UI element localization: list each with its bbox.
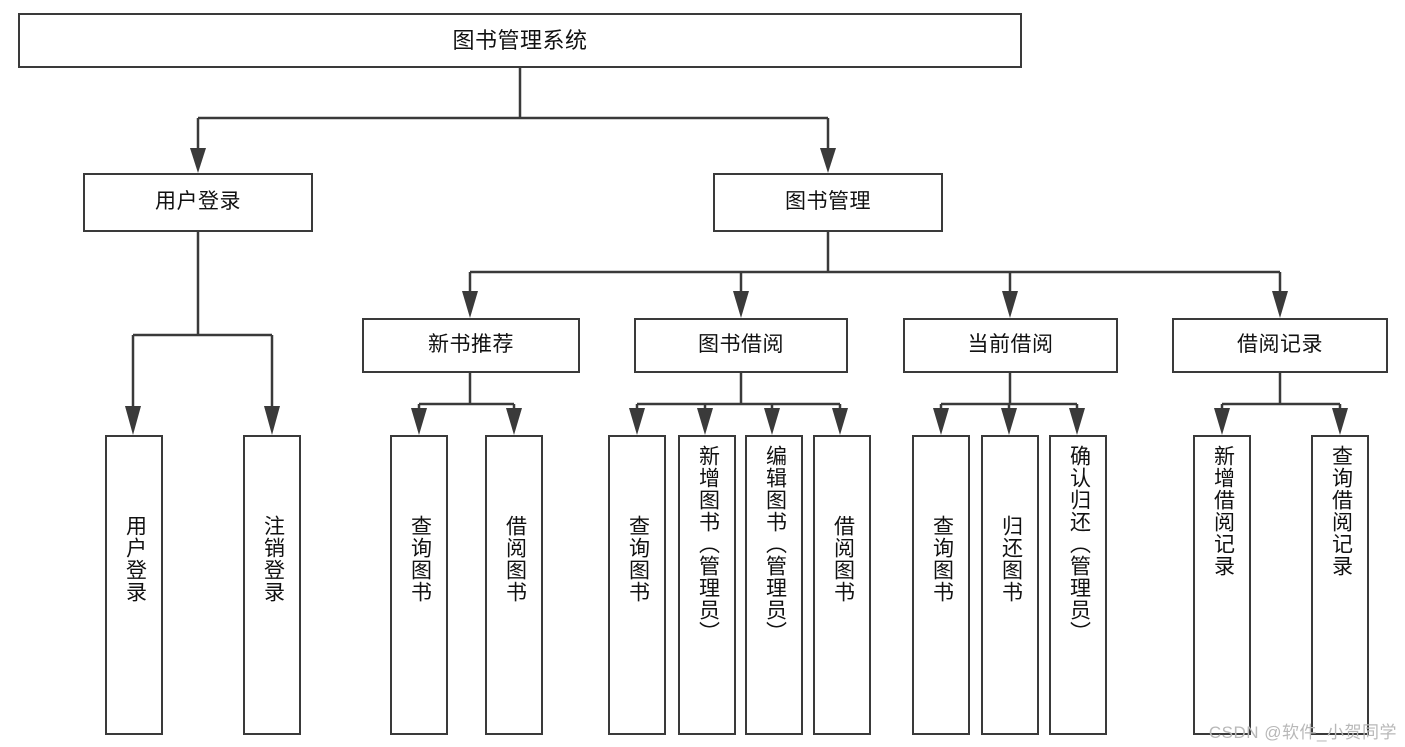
node-leaf-borrow-add-label: 新增图书（管理员） [696, 445, 720, 643]
node-leaf-newbook-query-label: 查询图书 [408, 515, 432, 603]
node-leaf-user-login[interactable]: 用户登录 [105, 435, 163, 735]
node-book-manage-label: 图书管理 [785, 190, 871, 214]
node-leaf-borrow-query-label: 查询图书 [626, 515, 650, 603]
node-leaf-newbook-borrow-label: 借阅图书 [503, 515, 527, 603]
node-leaf-current-confirm-label: 确认归还（管理员） [1067, 445, 1091, 643]
arrowhead-userlogin-1 [125, 406, 141, 435]
arrowhead-borrow-1 [629, 408, 645, 435]
node-user-login[interactable]: 用户登录 [83, 173, 313, 232]
arrowhead-newbook [462, 291, 478, 318]
node-root-label: 图书管理系统 [452, 27, 588, 53]
node-new-book-recommend[interactable]: 新书推荐 [362, 318, 580, 373]
arrowhead-userlogin [190, 148, 206, 173]
arrowhead-record-2 [1332, 408, 1348, 435]
node-current-borrow-label: 当前借阅 [967, 333, 1054, 357]
arrowhead-current-2 [1001, 408, 1017, 435]
node-leaf-user-login-label: 用户登录 [123, 515, 147, 603]
node-borrow-record[interactable]: 借阅记录 [1172, 318, 1388, 373]
node-book-borrow-label: 图书借阅 [698, 333, 784, 357]
node-leaf-record-query[interactable]: 查询借阅记录 [1311, 435, 1369, 735]
arrowhead-bookmanage [820, 148, 836, 173]
arrowhead-borrow [733, 291, 749, 318]
node-new-book-recommend-label: 新书推荐 [428, 333, 514, 357]
node-leaf-borrow-edit-label: 编辑图书（管理员） [763, 445, 787, 643]
arrowhead-current-1 [933, 408, 949, 435]
arrowhead-borrow-4 [832, 408, 848, 435]
arrowhead-record-1 [1214, 408, 1230, 435]
node-user-login-label: 用户登录 [155, 190, 241, 214]
node-root[interactable]: 图书管理系统 [18, 13, 1022, 68]
arrowhead-newbook-2 [506, 408, 522, 435]
node-leaf-borrow-do-label: 借阅图书 [831, 515, 855, 603]
arrowhead-userlogin-2 [264, 406, 280, 435]
node-leaf-borrow-add[interactable]: 新增图书（管理员） [678, 435, 736, 735]
node-leaf-current-return-label: 归还图书 [999, 515, 1023, 603]
node-leaf-newbook-query[interactable]: 查询图书 [390, 435, 448, 735]
node-current-borrow[interactable]: 当前借阅 [903, 318, 1118, 373]
arrowhead-record [1272, 291, 1288, 318]
node-borrow-record-label: 借阅记录 [1237, 333, 1323, 357]
node-leaf-record-add-label: 新增借阅记录 [1211, 445, 1235, 577]
node-leaf-logout[interactable]: 注销登录 [243, 435, 301, 735]
node-leaf-newbook-borrow[interactable]: 借阅图书 [485, 435, 543, 735]
arrowhead-current-3 [1069, 408, 1085, 435]
node-leaf-borrow-edit[interactable]: 编辑图书（管理员） [745, 435, 803, 735]
arrowhead-current [1002, 291, 1018, 318]
node-leaf-current-query-label: 查询图书 [930, 515, 954, 603]
node-leaf-record-add[interactable]: 新增借阅记录 [1193, 435, 1251, 735]
node-book-manage[interactable]: 图书管理 [713, 173, 943, 232]
node-leaf-current-confirm[interactable]: 确认归还（管理员） [1049, 435, 1107, 735]
arrowhead-newbook-1 [411, 408, 427, 435]
arrowhead-borrow-2 [697, 408, 713, 435]
node-leaf-record-query-label: 查询借阅记录 [1329, 445, 1353, 577]
node-book-borrow[interactable]: 图书借阅 [634, 318, 848, 373]
node-leaf-borrow-query[interactable]: 查询图书 [608, 435, 666, 735]
node-leaf-borrow-do[interactable]: 借阅图书 [813, 435, 871, 735]
node-leaf-logout-label: 注销登录 [261, 515, 285, 603]
arrowhead-borrow-3 [764, 408, 780, 435]
node-leaf-current-query[interactable]: 查询图书 [912, 435, 970, 735]
node-leaf-current-return[interactable]: 归还图书 [981, 435, 1039, 735]
